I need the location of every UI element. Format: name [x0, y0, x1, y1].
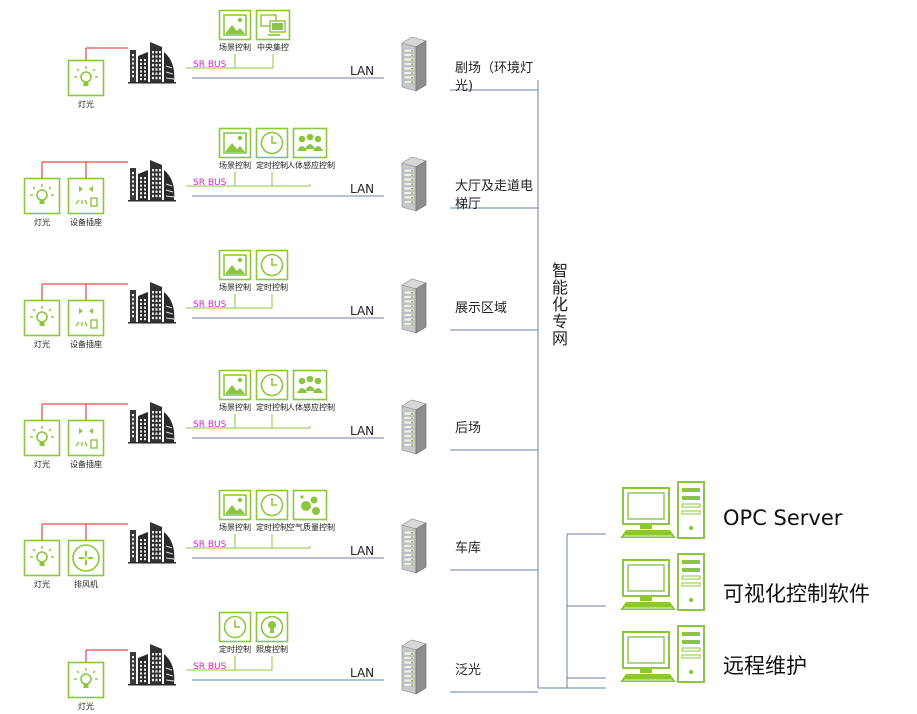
bulb-icon [67, 661, 105, 699]
lan-label: LAN [350, 304, 375, 318]
control-label: 场景控制 [219, 43, 251, 52]
control-label: 中央集控 [257, 43, 289, 52]
clock-icon [255, 249, 289, 281]
device-label: 灯光 [78, 702, 94, 711]
srbus-label: SR BUS [193, 178, 227, 188]
control-label: 定时控制 [256, 283, 288, 292]
control-label: 定时控制 [219, 645, 251, 654]
computer-icon [620, 553, 705, 611]
computer-icon [620, 625, 705, 683]
server-icon [401, 278, 427, 334]
scene-icon [218, 127, 252, 159]
control-label: 定时控制 [256, 161, 288, 170]
srbus-label: SR BUS [193, 420, 227, 430]
control-label: 照度控制 [256, 645, 288, 654]
building-icon [128, 160, 176, 202]
device-label: 灯光 [34, 218, 50, 227]
scene-icon [218, 9, 252, 41]
bulb-icon [67, 59, 105, 97]
device-label: 设备插座 [70, 460, 102, 469]
zone-label: 大厅及走道电梯厅 [455, 179, 534, 212]
server-icon [401, 36, 427, 92]
computer-label: OPC Server [723, 506, 843, 530]
server-icon [401, 518, 427, 574]
device-label: 灯光 [34, 340, 50, 349]
building-icon [128, 282, 176, 324]
clock-icon [218, 611, 252, 643]
control-label: 场景控制 [219, 161, 251, 170]
computer-icon [620, 481, 705, 539]
device-label: 设备插座 [70, 340, 102, 349]
bulb-icon [23, 539, 61, 577]
clock-icon [255, 127, 289, 159]
srbus-label: SR BUS [193, 300, 227, 310]
control-label: 场景控制 [219, 283, 251, 292]
zone-label: 泛光 [455, 663, 482, 678]
building-icon [128, 42, 176, 84]
control-label: 场景控制 [219, 523, 251, 532]
srbus-label: SR BUS [193, 540, 227, 550]
zone-label: 展示区域 [455, 301, 508, 316]
computer-label: 远程维护 [723, 654, 807, 678]
illuminance-icon [255, 611, 289, 643]
building-icon [128, 522, 176, 564]
device-label: 灯光 [34, 580, 50, 589]
central-control-icon [255, 9, 291, 41]
lan-label: LAN [350, 182, 375, 196]
server-icon [401, 639, 427, 695]
bulb-icon [23, 177, 61, 215]
scene-icon [218, 369, 252, 401]
server-icon [401, 399, 427, 455]
lan-label: LAN [350, 544, 375, 558]
device-label: 灯光 [34, 460, 50, 469]
air-quality-icon [292, 489, 328, 521]
srbus-label: SR BUS [193, 662, 227, 672]
device-label: 设备插座 [70, 218, 102, 227]
server-icon [401, 156, 427, 212]
building-icon [128, 402, 176, 444]
building-icon [128, 644, 176, 686]
bulb-icon [23, 299, 61, 337]
srbus-label: SR BUS [193, 60, 227, 70]
device-label: 灯光 [78, 100, 94, 109]
control-label: 定时控制 [256, 403, 288, 412]
device-label: 排风机 [74, 580, 98, 589]
lan-label: LAN [350, 666, 375, 680]
clock-icon [255, 369, 289, 401]
control-label: 人体感应控制 [287, 161, 335, 170]
people-icon [292, 369, 328, 401]
zone-label: 后场 [455, 421, 482, 436]
control-label: 定时控制 [256, 523, 288, 532]
scene-icon [218, 249, 252, 281]
clock-icon [255, 489, 289, 521]
people-icon [292, 127, 328, 159]
zone-label: 车库 [455, 541, 482, 556]
lan-label: LAN [350, 424, 375, 438]
socket-icon [67, 177, 105, 215]
bulb-icon [23, 419, 61, 457]
scene-icon [218, 489, 252, 521]
control-label: 空气质量控制 [287, 523, 335, 532]
control-label: 人体感应控制 [287, 403, 335, 412]
lan-label: LAN [350, 64, 375, 78]
fan-icon [67, 539, 105, 577]
socket-icon [67, 419, 105, 457]
backbone-label: 智能化专网 [549, 262, 568, 347]
control-label: 场景控制 [219, 403, 251, 412]
computer-label: 可视化控制软件 [723, 582, 870, 606]
socket-icon [67, 299, 105, 337]
zone-label: 剧场（环境灯光) [455, 61, 534, 94]
